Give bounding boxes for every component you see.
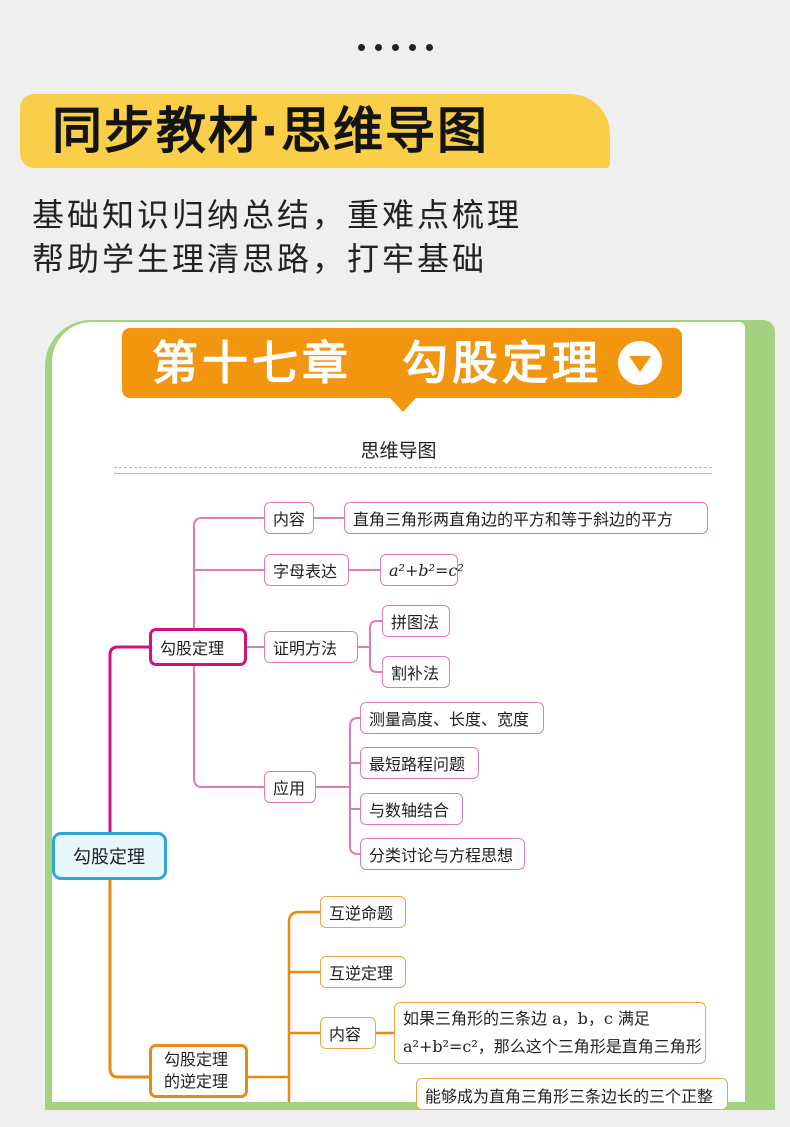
section-label: 思维导图 bbox=[360, 440, 437, 462]
branch-line bbox=[193, 517, 264, 628]
converse-theorem-node[interactable]: 勾股定理 的逆定理 bbox=[149, 1044, 248, 1098]
branch-line bbox=[193, 666, 264, 788]
subtitle-line-2: 帮助学生理清思路，打牢基础 bbox=[32, 240, 488, 278]
branch-line bbox=[369, 647, 382, 673]
theorem-content-text: 直角三角形两直角边的平方和等于斜边的平方 bbox=[344, 502, 708, 534]
application-item[interactable]: 最短路程问题 bbox=[360, 747, 479, 779]
converse-item[interactable]: 互逆命题 bbox=[320, 896, 406, 928]
converse-content-line-1: 如果三角形的三条边 a，b，c 满足 bbox=[403, 1009, 650, 1028]
chapter-header-pointer bbox=[390, 398, 416, 412]
formula-label[interactable]: 字母表达 bbox=[264, 554, 349, 586]
formula-text: a²+b²=c² bbox=[380, 554, 464, 586]
dot bbox=[374, 44, 382, 51]
application-item[interactable]: 测量高度、长度、宽度 bbox=[360, 702, 544, 734]
chapter-header: 第十七章 勾股定理 bbox=[122, 328, 682, 412]
application-label[interactable]: 应用 bbox=[264, 771, 316, 803]
converse-content-line-2: a²+b²=c²，那么这个三角形是直角三角形 bbox=[403, 1037, 702, 1056]
solid-divider bbox=[114, 473, 712, 474]
converse-content-text: 如果三角形的三条边 a，b，c 满足 a²+b²=c²，那么这个三角形是直角三角… bbox=[394, 1002, 706, 1064]
book-page-panel: 第十七章 勾股定理 思维导图 bbox=[45, 320, 775, 1110]
pythagorean-triple-partial-box: 能够成为直角三角形三条边长的三个正整 bbox=[416, 1078, 728, 1110]
application-item[interactable]: 分类讨论与方程思想 bbox=[360, 838, 525, 870]
converse-label-line-1: 勾股定理 bbox=[164, 1050, 229, 1069]
converse-item[interactable]: 互逆定理 bbox=[320, 956, 406, 988]
chapter-title: 第十七章 勾股定理 bbox=[152, 336, 602, 390]
converse-label-line-2: 的逆定理 bbox=[164, 1072, 229, 1091]
mindmap-root-node[interactable]: 勾股定理 bbox=[52, 832, 167, 880]
application-item[interactable]: 与数轴结合 bbox=[360, 793, 463, 825]
dashed-divider bbox=[114, 467, 712, 468]
theorem-content-label[interactable]: 内容 bbox=[264, 502, 314, 534]
proof-method-item[interactable]: 割补法 bbox=[382, 656, 450, 688]
subtitle-line-1: 基础知识归纳总结，重难点梳理 bbox=[32, 196, 523, 234]
branch-line bbox=[349, 717, 360, 787]
root-to-theorem-line bbox=[108, 645, 149, 834]
title-banner bbox=[20, 94, 610, 168]
dot bbox=[391, 44, 399, 51]
converse-content-label[interactable]: 内容 bbox=[320, 1017, 376, 1049]
pagination-dots bbox=[0, 44, 790, 51]
proof-methods-label[interactable]: 证明方法 bbox=[264, 631, 358, 663]
dot bbox=[425, 44, 433, 51]
branch-line bbox=[287, 910, 320, 1102]
chevron-down-circle-icon[interactable] bbox=[618, 341, 662, 385]
root-to-converse-line bbox=[108, 880, 149, 1079]
dot bbox=[408, 44, 416, 51]
branch-line bbox=[369, 620, 382, 647]
book-page: 第十七章 勾股定理 思维导图 bbox=[52, 322, 745, 1110]
theorem-node[interactable]: 勾股定理 bbox=[149, 628, 247, 666]
proof-method-item[interactable]: 拼图法 bbox=[382, 605, 450, 637]
banner-title: 同步教材·思维导图 bbox=[52, 102, 489, 160]
branch-line bbox=[349, 787, 360, 855]
dot bbox=[357, 44, 365, 51]
